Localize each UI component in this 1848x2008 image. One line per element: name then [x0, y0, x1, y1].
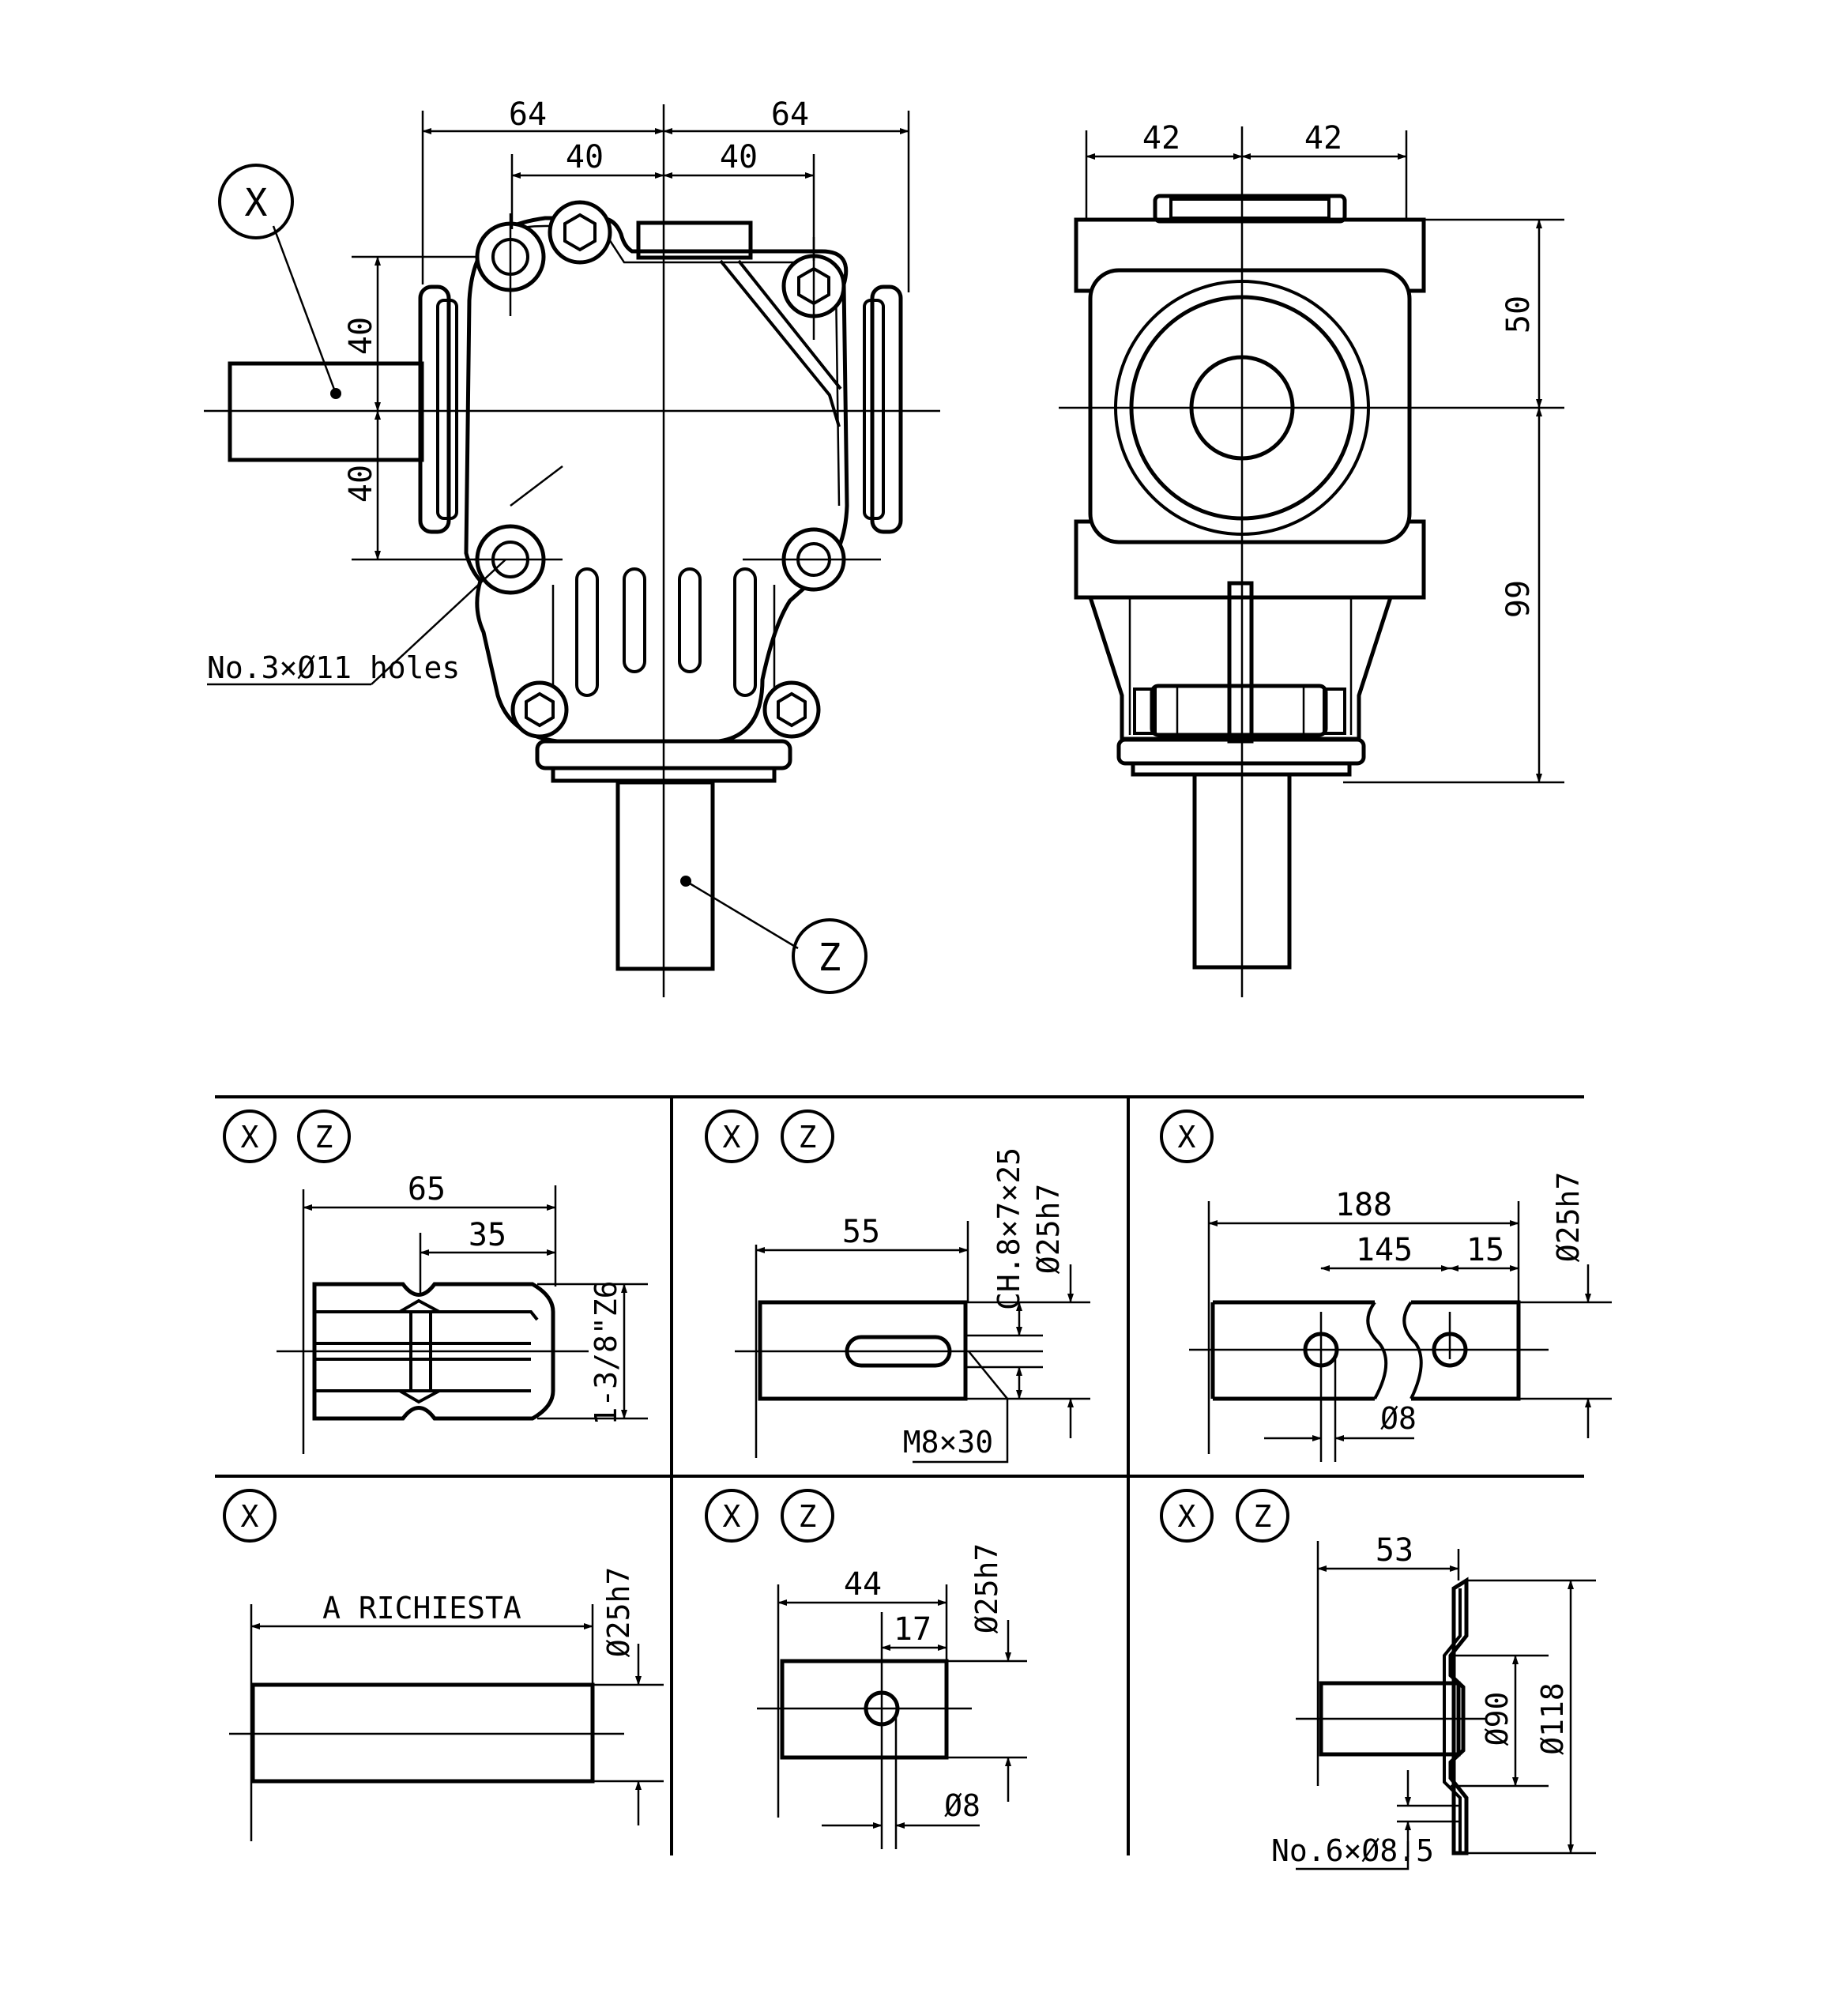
tag-x: X [1178, 1499, 1196, 1534]
tag-z: Z [819, 936, 841, 980]
tag-x: X [723, 1499, 741, 1534]
tag-z: Z [1254, 1499, 1272, 1534]
dim-40-left: 40 [566, 139, 604, 175]
pin-diameter: Ø8 [1380, 1401, 1417, 1436]
dim-15: 15 [1466, 1232, 1504, 1268]
spline-body [312, 1282, 555, 1421]
detail-grid [215, 1095, 1584, 1855]
tag-x: X [1178, 1120, 1196, 1155]
tag-z: Z [315, 1120, 333, 1155]
tag-z-circle [792, 918, 868, 994]
bolt [762, 680, 821, 739]
dim-145: 145 [1356, 1232, 1413, 1268]
tag-z: Z [799, 1120, 817, 1155]
dim-40-right: 40 [720, 139, 758, 175]
flange-holes-note: No.6×Ø8.5 [1271, 1833, 1434, 1868]
shaft-diameter: Ø25h7 [1551, 1172, 1586, 1262]
left-seal-flange [418, 284, 451, 534]
dim-17: 17 [894, 1611, 932, 1648]
right-seal-flange [870, 284, 903, 534]
dim-40-lower: 40 [343, 465, 379, 503]
tag-z: Z [799, 1499, 817, 1534]
length-on-request: A RICHIESTA [322, 1591, 521, 1626]
dim-35: 35 [469, 1217, 506, 1253]
dim-53: 53 [1376, 1532, 1413, 1569]
tag-x-circle [218, 164, 294, 239]
center-rib [1227, 581, 1254, 744]
detail-on-request-shaft: X A RICHIESTA Ø25h7 [223, 1489, 664, 1841]
pin-diameter: Ø8 [944, 1788, 980, 1823]
dim-40-upper: 40 [343, 317, 379, 355]
holes-note: No.3×Ø11 holes [207, 650, 460, 685]
shaft-diameter: Ø25h7 [601, 1567, 636, 1657]
side-view: 42 42 50 99 [1059, 120, 1564, 997]
bolt [510, 680, 569, 739]
dim-55: 55 [842, 1214, 880, 1250]
tag-x: X [245, 181, 268, 225]
top-boss [636, 220, 753, 260]
detail-pinned-long-shaft: X 188 145 15 Ø25h7 Ø8 [1160, 1109, 1612, 1462]
shaft-diameter: Ø25h7 [969, 1543, 1004, 1633]
dim-42-right: 42 [1304, 120, 1342, 156]
detail-keyed-shaft: X Z 55 CH.8×7×25 Ø25h7 M8×30 [705, 1109, 1090, 1464]
detail-pinned-short-shaft: X Z 44 17 Ø25h7 Ø8 [705, 1489, 1027, 1849]
dim-64-right: 64 [771, 96, 809, 133]
dim-44: 44 [844, 1566, 882, 1603]
rib [678, 567, 702, 673]
bolt [548, 200, 612, 265]
spline-spec: 1-3/8"Z6 [589, 1280, 623, 1425]
tag-x: X [241, 1499, 259, 1534]
dim-188: 188 [1335, 1187, 1392, 1223]
dim-50: 50 [1500, 296, 1537, 333]
shaft-diameter: Ø25h7 [1031, 1184, 1066, 1274]
thread-spec: M8×30 [903, 1425, 993, 1460]
rib [733, 567, 757, 697]
detail-flange: X Z 53 Ø90 Ø118 No.6×Ø8.5 [1160, 1489, 1596, 1870]
front-view: X Z No.3×Ø11 holes 64 64 40 40 40 40 [204, 96, 940, 997]
dim-99: 99 [1500, 580, 1537, 618]
rib [575, 567, 599, 697]
dim-42-left: 42 [1142, 120, 1180, 156]
detail-spline-shaft: X Z 65 35 1-3/8"Z6 [223, 1109, 648, 1454]
tag-x: X [723, 1120, 741, 1155]
rib [623, 567, 646, 673]
gearbox-housing [464, 216, 849, 744]
side-housing-body [1088, 268, 1412, 544]
output-shaft [615, 780, 715, 971]
flange-outer-diameter: Ø118 [1535, 1682, 1570, 1755]
flange-inner-diameter: Ø90 [1480, 1692, 1515, 1746]
key-spec: CH.8×7×25 [992, 1147, 1026, 1310]
dim-64-left: 64 [509, 96, 547, 133]
tag-x: X [241, 1120, 259, 1155]
dim-65: 65 [408, 1171, 446, 1207]
